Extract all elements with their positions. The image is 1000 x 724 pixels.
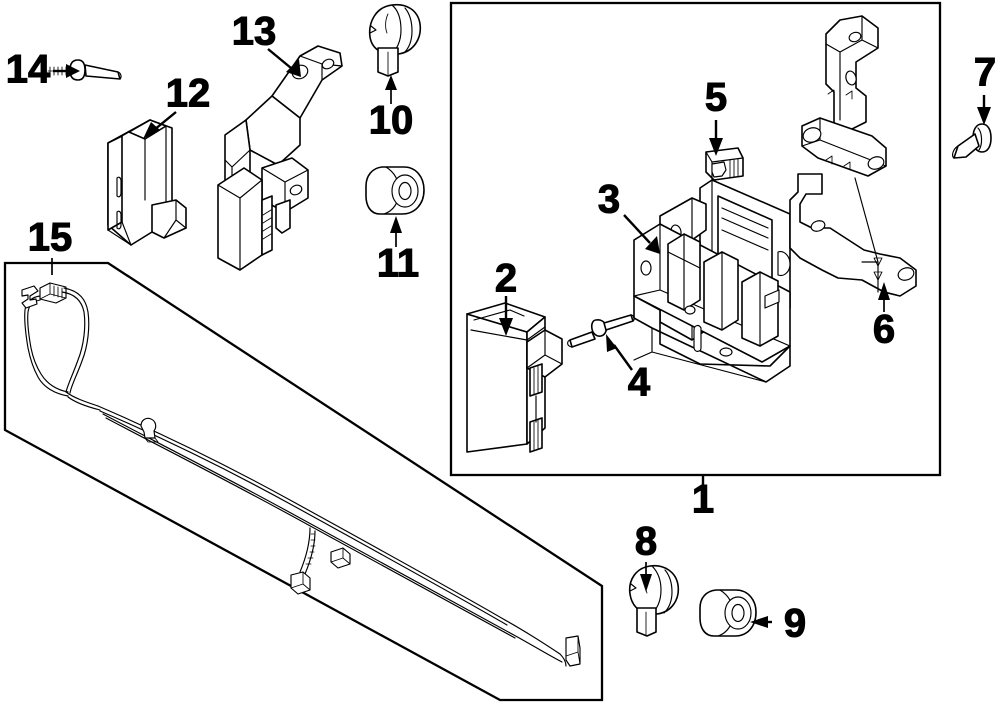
callout-13 — [267, 48, 301, 77]
callout-label-11: 11 — [377, 242, 419, 286]
part-6-bracket-plate — [789, 15, 917, 297]
part-10-sensor — [368, 3, 422, 77]
callout-label-1: 1 — [692, 478, 714, 522]
callout-labels: 1 2 3 4 5 6 7 8 9 10 11 12 13 14 15 — [5, 9, 996, 646]
wire-harness-box — [3, 258, 604, 702]
callout-label-5: 5 — [705, 76, 727, 120]
part-4-screw — [567, 314, 635, 348]
callout-10 — [385, 75, 397, 104]
callout-label-12: 12 — [166, 72, 211, 116]
callout-label-6: 6 — [873, 308, 895, 352]
part-7-bolt — [952, 123, 992, 159]
callout-label-9: 9 — [784, 602, 806, 646]
part-15-wire-harness — [21, 282, 581, 667]
callout-11 — [390, 216, 402, 247]
part-3-module-housing — [633, 179, 791, 383]
part-2-control-module — [466, 302, 563, 453]
callout-label-13: 13 — [232, 10, 277, 54]
module-assembly-box — [449, 1, 942, 487]
callout-label-7: 7 — [974, 51, 996, 95]
callout-label-8: 8 — [635, 520, 657, 564]
callout-label-4: 4 — [628, 361, 651, 405]
callout-9 — [750, 616, 772, 628]
callout-label-15: 15 — [28, 216, 73, 260]
callout-14 — [53, 64, 80, 78]
part-9-bushing — [699, 589, 757, 637]
callout-2 — [499, 296, 513, 336]
callout-label-14: 14 — [6, 48, 51, 92]
callout-8 — [640, 562, 652, 592]
callout-label-10: 10 — [369, 99, 414, 143]
callout-label-2: 2 — [495, 257, 517, 301]
part-8-sensor — [628, 564, 680, 637]
part-13-mounting-bracket — [217, 45, 343, 271]
callout-label-3: 3 — [598, 178, 620, 222]
callout-12 — [143, 111, 177, 139]
part-12-side-bracket — [107, 119, 187, 246]
callout-6 — [878, 282, 890, 312]
callout-5 — [709, 120, 723, 156]
callout-7 — [977, 95, 991, 125]
callout-4 — [606, 334, 633, 371]
part-11-bushing — [365, 166, 425, 215]
callout-3 — [623, 214, 660, 254]
part-5-retainer-clip — [705, 147, 744, 181]
